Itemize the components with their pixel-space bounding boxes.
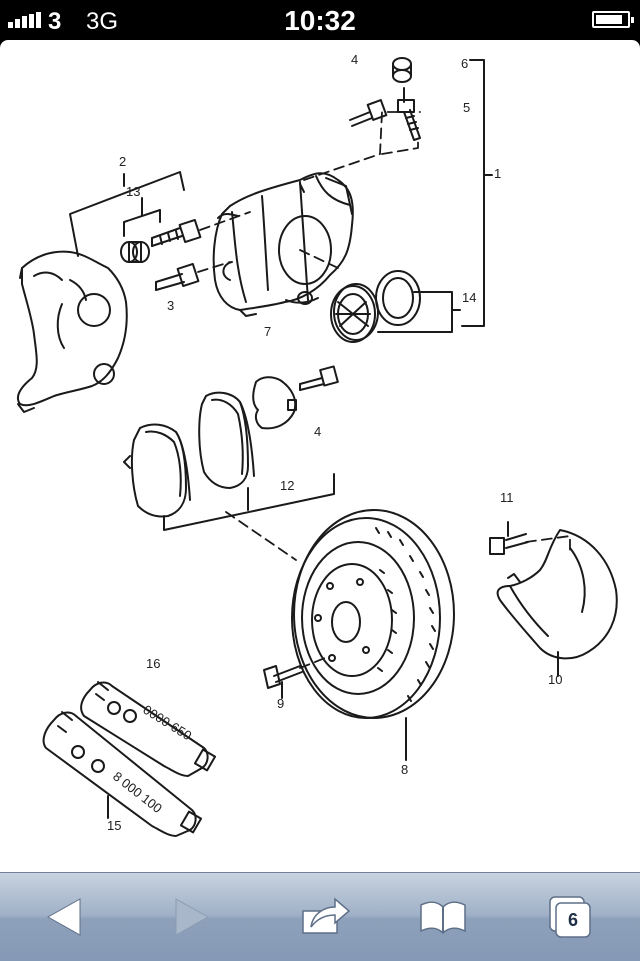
brake-disc: [291, 509, 455, 761]
callout-labels: 1 2 3 4 4 5 6 7 8 9 10 11 12 13 14 15 16: [107, 52, 562, 833]
share-button[interactable]: [295, 887, 355, 947]
brake-pad-rear: [198, 391, 255, 489]
callout-16: 16: [146, 656, 160, 671]
callout-1: 1: [494, 166, 501, 181]
splash-shield: [496, 529, 618, 677]
clock: 10:32: [284, 5, 356, 36]
tab-count: 6: [567, 910, 578, 930]
bracket-group-2: [69, 171, 185, 257]
tabs-button[interactable]: 6: [540, 887, 600, 947]
status-bar: 3 3G 10:32: [0, 0, 640, 40]
brake-exploded-diagram: 1 2 3 4 4 5 6 7 8 9 10 11 12 13 14 15 16…: [16, 52, 618, 837]
callout-8: 8: [401, 762, 408, 777]
guide-bushing: [120, 241, 150, 263]
callout-2: 2: [119, 154, 126, 169]
callout-4a: 4: [351, 52, 358, 67]
battery-icon: [592, 11, 634, 28]
pad-pin-bolt: [299, 365, 339, 391]
forward-arrow-icon: [175, 898, 210, 936]
network-type: 3G: [86, 8, 119, 35]
caliper-bolt-top: [349, 99, 388, 127]
dust-boot-ring: [375, 270, 421, 326]
tube-label-upper: 0000 650: [140, 702, 194, 743]
piston-seal: [330, 283, 379, 343]
callout-9: 9: [277, 696, 284, 711]
callout-15: 15: [107, 818, 121, 833]
grease-tube-upper: [80, 681, 217, 777]
callout-7: 7: [264, 324, 271, 339]
carrier-bracket: [16, 250, 128, 413]
bleed-screw: [397, 87, 421, 141]
bracket-group-14: [377, 291, 461, 333]
bookmarks-button[interactable]: [413, 887, 473, 947]
forward-button[interactable]: [160, 887, 220, 947]
bleed-cap: [392, 57, 412, 83]
bracket-group-13: [123, 197, 161, 237]
share-icon: [302, 897, 351, 934]
bracket-group-1: [461, 59, 493, 327]
browser-toolbar: 6: [0, 872, 640, 961]
back-button[interactable]: [36, 887, 96, 947]
callout-6: 6: [461, 56, 468, 71]
assembly-guide-lines: [197, 111, 571, 669]
callout-4b: 4: [314, 424, 321, 439]
callout-10: 10: [548, 672, 562, 687]
bracket-group-12: [163, 473, 335, 531]
caliper-body: [212, 172, 354, 317]
shield-bolt: [489, 521, 529, 555]
grease-tube-lower: [42, 711, 203, 837]
callout-14: 14: [462, 290, 476, 305]
back-arrow-icon: [46, 898, 81, 936]
callout-3: 3: [167, 298, 174, 313]
carrier-name: 3: [48, 8, 62, 35]
tube-label-lower: 8 000 100: [110, 769, 165, 816]
guide-bolt-lower: [155, 262, 200, 291]
tabs-icon: [549, 896, 591, 938]
callout-12: 12: [280, 478, 294, 493]
bookmarks-icon: [420, 901, 466, 935]
callout-11: 11: [500, 490, 514, 505]
guide-bolt-upper: [151, 218, 202, 247]
callout-5: 5: [463, 100, 470, 115]
callout-13: 13: [126, 184, 140, 199]
anti-rattle-spring: [252, 376, 297, 430]
web-content[interactable]: 1 2 3 4 4 5 6 7 8 9 10 11 12 13 14 15 16…: [0, 40, 640, 872]
brake-pad-front: [123, 423, 191, 518]
disc-screw: [263, 665, 303, 699]
